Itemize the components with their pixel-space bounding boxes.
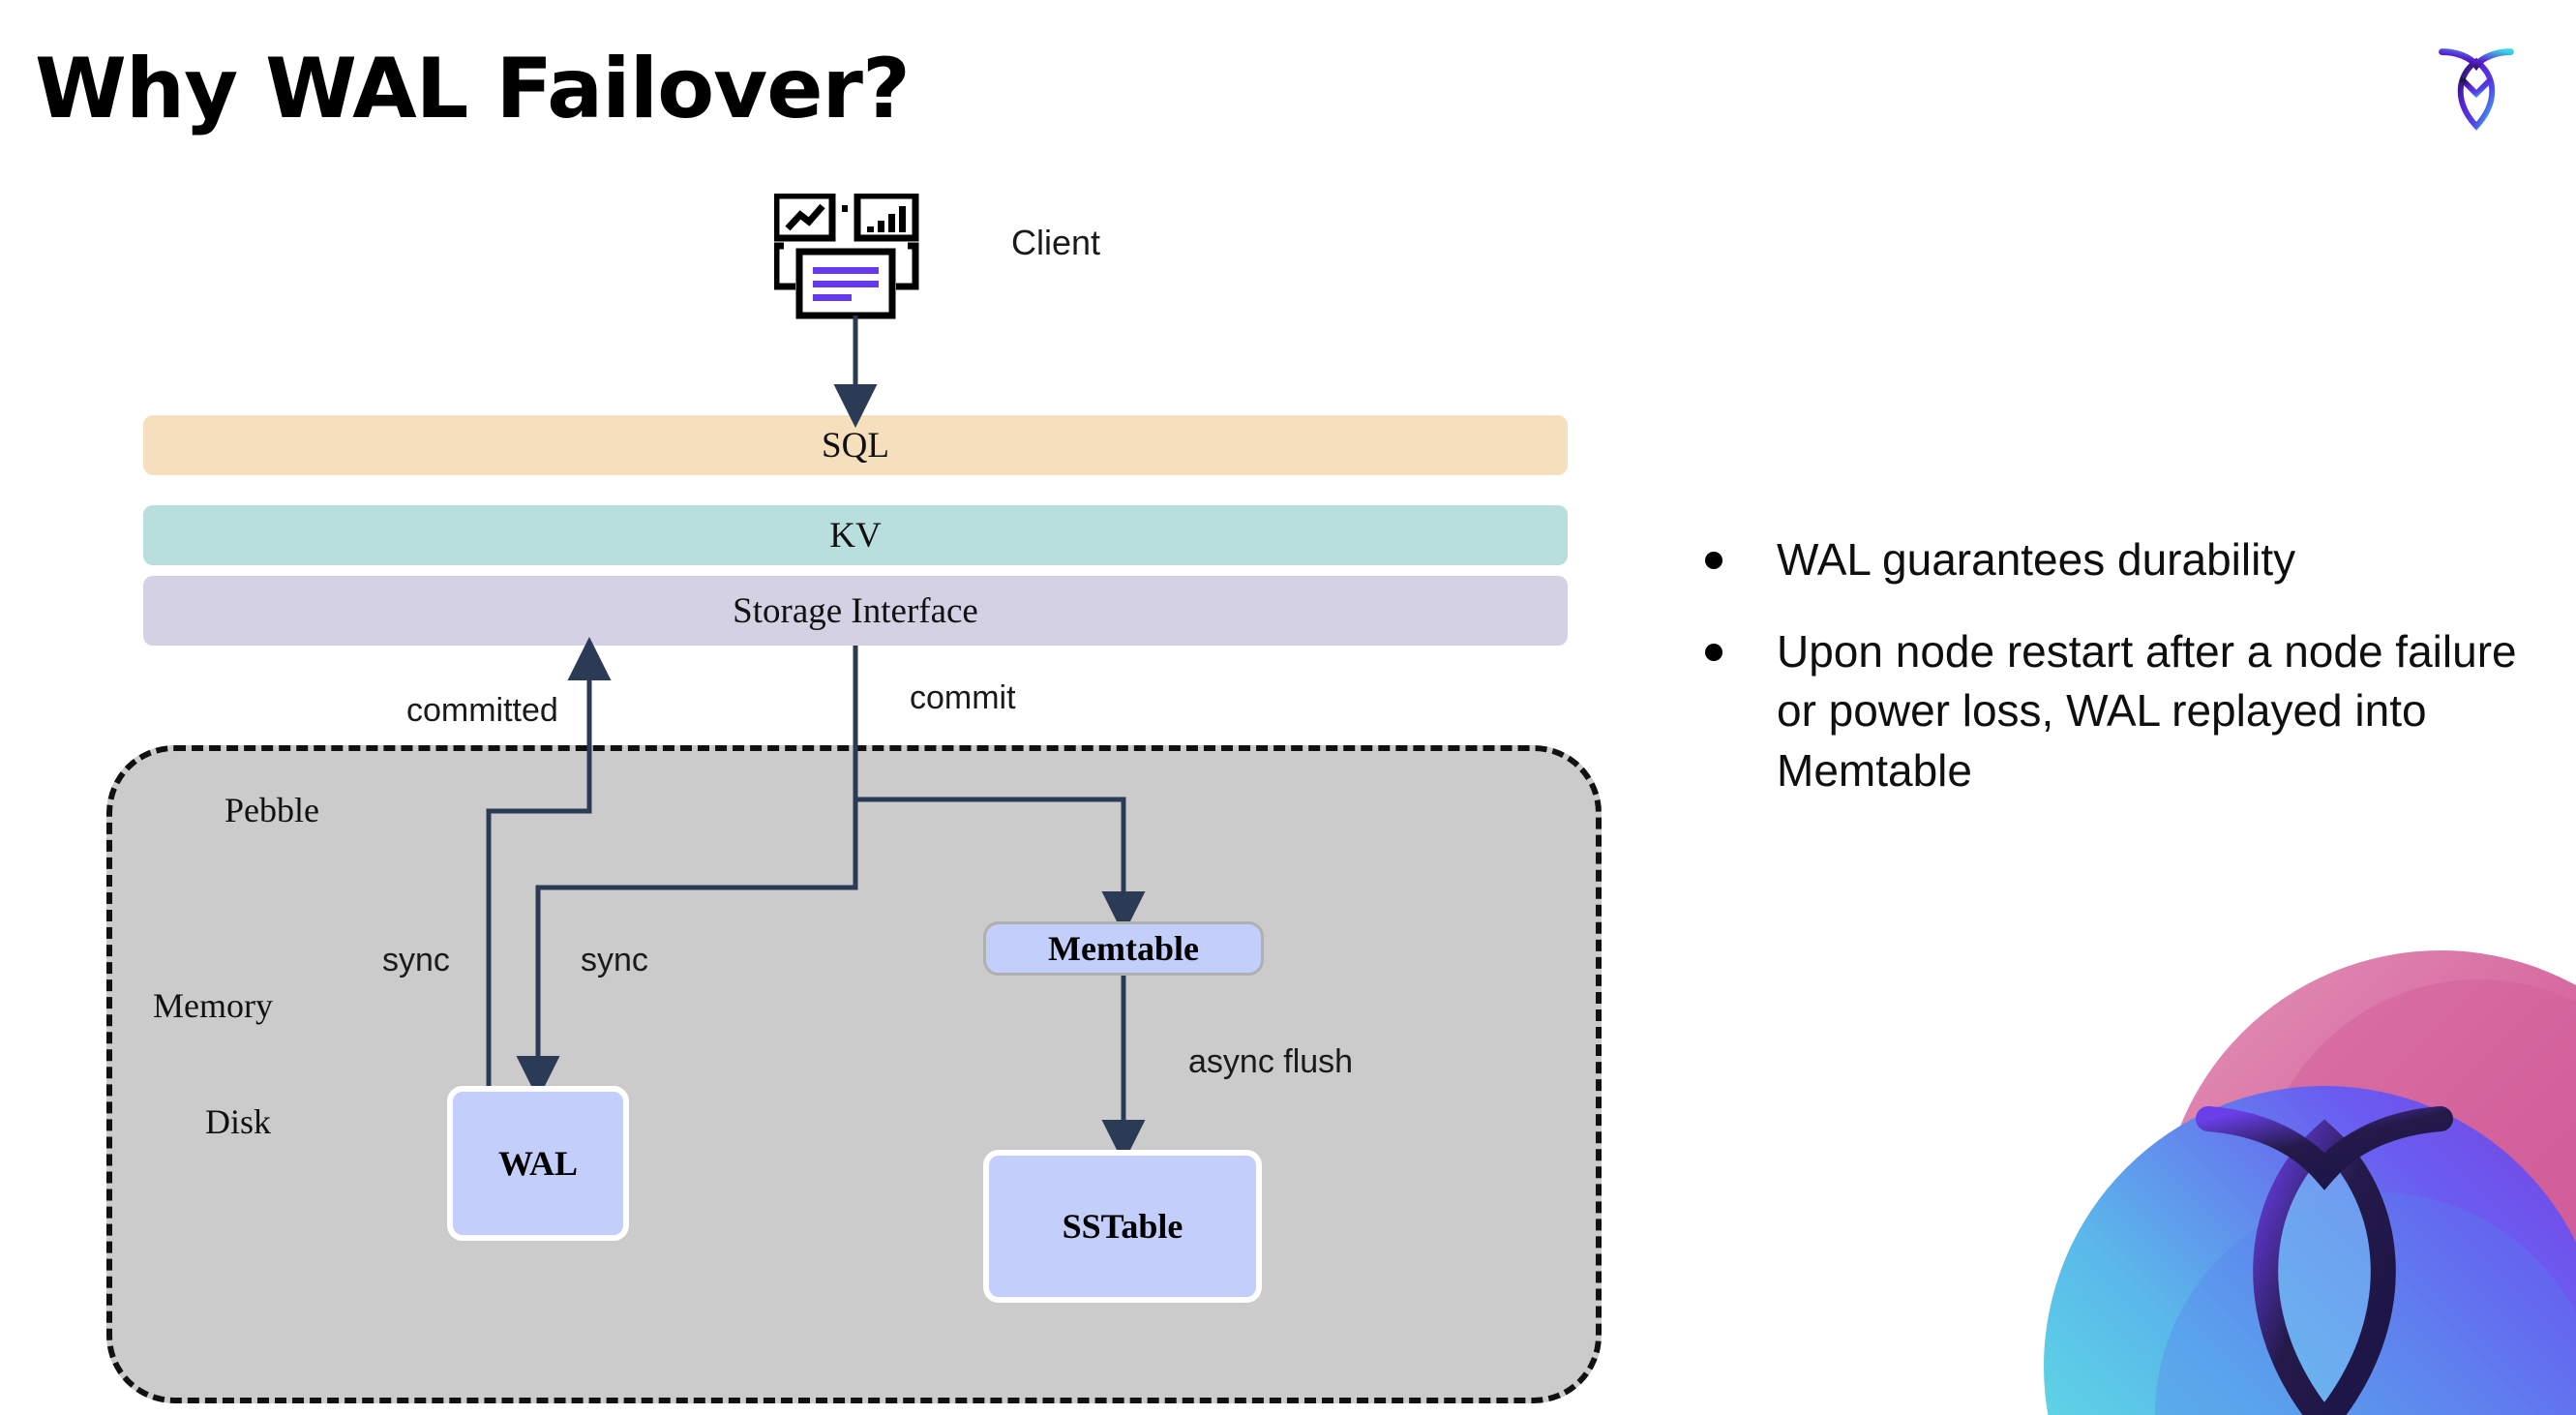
memory-label: Memory [153, 986, 273, 1025]
edge-label-committed: committed [406, 692, 558, 729]
bullet-dot-icon [1705, 552, 1722, 569]
edge-label-sync-left: sync [382, 942, 450, 978]
list-item: Upon node restart after a node failure o… [1705, 622, 2518, 800]
pebble-container [106, 745, 1602, 1403]
bullet-list: WAL guarantees durability Upon node rest… [1705, 530, 2518, 833]
disk-label: Disk [205, 1102, 272, 1141]
node-wal: WAL [447, 1086, 629, 1241]
layer-label-sql: SQL [822, 425, 889, 466]
edge-label-commit: commit [910, 679, 1016, 716]
cockroach-labs-logo-icon [2415, 27, 2537, 149]
list-item: WAL guarantees durability [1705, 530, 2518, 589]
client-dashboard-icon [772, 192, 929, 319]
client-label: Client [1011, 223, 1101, 262]
bullet-text: Upon node restart after a node failure o… [1777, 626, 2517, 796]
pebble-label: Pebble [225, 791, 319, 829]
layer-bar-kv: KV [143, 505, 1568, 565]
bullet-text: WAL guarantees durability [1777, 534, 2296, 585]
layer-bar-storage-interface: Storage Interface [143, 576, 1568, 646]
node-memtable: Memtable [983, 921, 1264, 976]
bullet-dot-icon [1705, 644, 1722, 662]
decorative-circles-graphic [1937, 912, 2576, 1415]
node-sstable: SSTable [983, 1150, 1262, 1303]
layer-bar-sql: SQL [143, 415, 1568, 475]
page-title: Why WAL Failover? [35, 41, 911, 137]
edge-label-async-flush: async flush [1188, 1043, 1354, 1080]
layer-label-kv: KV [829, 515, 882, 556]
edge-label-sync-right: sync [581, 942, 648, 978]
layer-label-storage-interface: Storage Interface [733, 590, 978, 631]
